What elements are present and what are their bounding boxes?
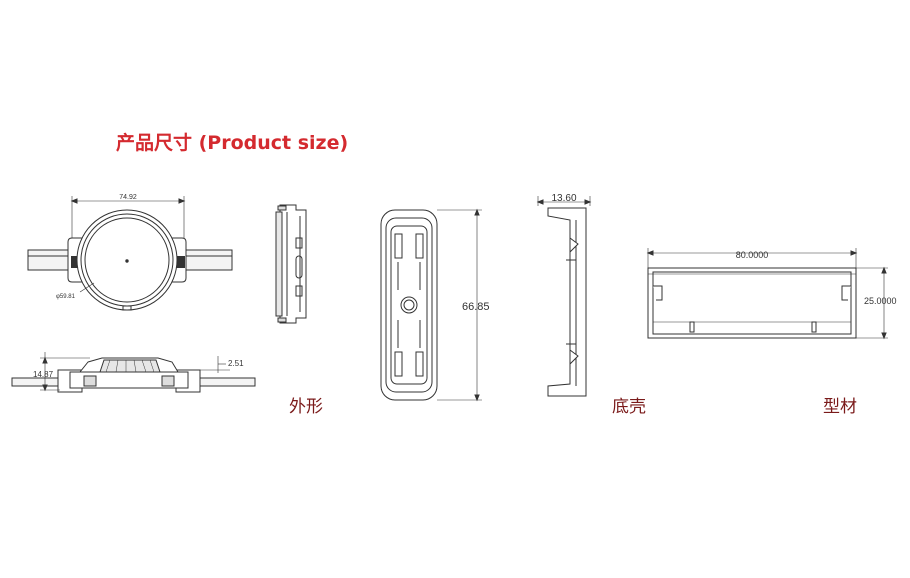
module-edge-view bbox=[275, 204, 307, 324]
profile-view bbox=[646, 248, 888, 340]
base-shell-view bbox=[536, 196, 592, 397]
dim-base-width: 13.60 bbox=[551, 193, 576, 204]
dim-diameter: φ59.81 bbox=[56, 294, 76, 300]
module-top-view bbox=[27, 196, 233, 311]
dim-profile-length: 80.0000 bbox=[736, 250, 769, 260]
dim-width-top: 74.92 bbox=[119, 194, 137, 201]
caption-base: 底壳 bbox=[612, 397, 646, 417]
page-title: 产品尺寸 (Product size) bbox=[116, 132, 349, 154]
dim-profile-height: 25.0000 bbox=[864, 296, 897, 306]
module-long-view bbox=[380, 208, 482, 402]
module-side-view bbox=[11, 352, 256, 393]
dim-height-side: 14.87 bbox=[33, 370, 54, 379]
dim-lip: 2.51 bbox=[228, 359, 244, 368]
dim-length: 66.85 bbox=[462, 301, 490, 313]
caption-outer: 外形 bbox=[289, 397, 323, 417]
caption-profile: 型材 bbox=[823, 397, 857, 417]
